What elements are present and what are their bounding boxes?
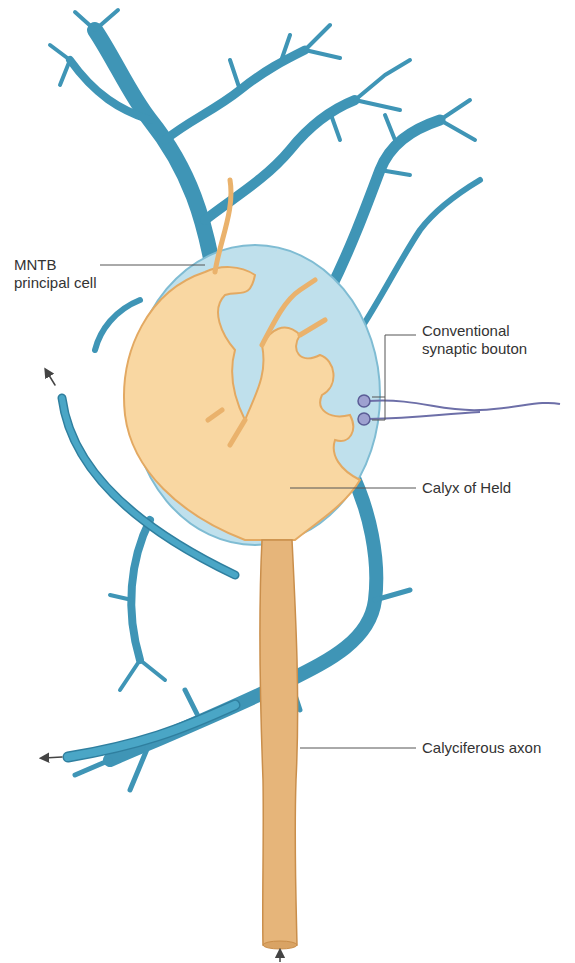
axon-label: Calyciferous axon [422,739,570,757]
input-arrow [279,953,281,962]
calyx-fingers [208,180,325,445]
cell-label: MNTB principal cell [14,256,98,292]
leader-lines [100,265,416,748]
calyx-terminal [124,267,360,540]
bouton-label: Conventional synaptic bouton [422,322,562,358]
calyx-label: Calyx of Held [422,479,567,497]
calyciferous-axon [260,540,298,945]
conventional-boutons [358,395,560,425]
axon-end [263,941,297,949]
